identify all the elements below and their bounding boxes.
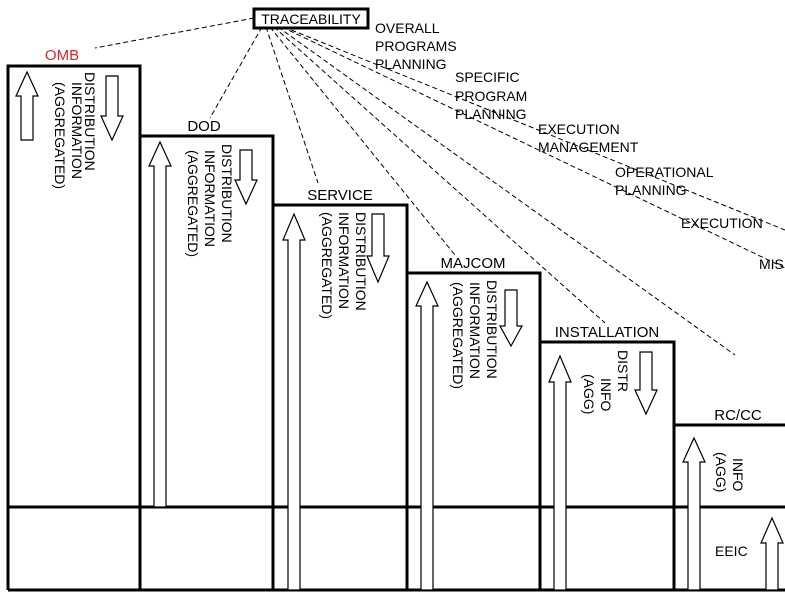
up-info-label: (AGG) [581,374,597,414]
down-arrow-icon [366,213,390,284]
up-info-label: (AGGREGATED) [185,150,201,257]
staircase-outline [6,64,785,590]
up-info-label: INFORMATION [336,212,352,309]
level-name-rccc: RC/CC [714,407,762,424]
up-info-label: INFORMATION [467,282,483,379]
up-arrow-icon [548,354,572,591]
down-info-label: DISTRIBUTION [219,144,235,243]
up-info-label: INFO [730,458,746,492]
planning-label: EXECUTION [681,215,763,231]
step-dividers [138,136,676,590]
planning-label: PLANNING [375,56,447,72]
down-info-label: DISTRIBUTION [82,72,98,171]
planning-labels: OVERALL PROGRAMS PLANNING SPECIFIC PROGR… [375,20,784,272]
traceability-lines [94,17,785,356]
planning-label: MIS [759,256,784,272]
down-info-label: DISTRIBUTION [353,212,369,311]
level-name-majcom: MAJCOM [441,255,506,272]
down-info-label: DISTRIBUTION [484,280,500,379]
level-name-omb: OMB [45,47,79,64]
up-info-label: (AGGREGATED) [319,212,335,319]
up-info-label: (AGGREGATED) [450,282,466,389]
planning-label: MANAGEMENT [538,139,639,155]
level-name-service: SERVICE [307,187,373,204]
traceability-label: TRACEABILITY [261,11,361,27]
planning-label: PLANNING [455,106,527,122]
up-arrow-icon [15,70,39,141]
down-arrow-icon [498,289,524,348]
up-arrow-icon [148,140,172,508]
up-arrow-icon [682,436,706,591]
planning-label: OPERATIONAL [615,164,714,180]
down-arrow-icon [634,351,658,416]
planning-label: PROGRAMS [375,38,457,54]
planning-label: PLANNING [615,182,687,198]
planning-label: SPECIFIC [455,69,520,85]
up-info-label: INFORMATION [69,82,85,179]
level-name-installation: INSTALLATION [555,324,659,341]
up-info-label: (AGG) [713,452,729,492]
down-arrow-icon [234,149,258,206]
planning-label: PROGRAM [455,88,527,104]
up-info-label: (AGGREGATED) [52,82,68,189]
up-arrow-icon [760,516,784,591]
traceability-box [252,7,370,30]
up-arrow-icon [415,280,439,591]
up-info-label: INFORMATION [202,150,218,247]
up-info-label: INFO [598,378,614,412]
down-info-label: DISTR [615,350,631,392]
level-name-dod: DOD [187,118,221,135]
planning-label: EXECUTION [538,121,620,137]
eeic-label: EEIC [715,543,748,559]
down-arrow-icon [100,75,124,142]
up-arrow-icon [282,212,306,591]
planning-label: OVERALL [375,20,440,36]
